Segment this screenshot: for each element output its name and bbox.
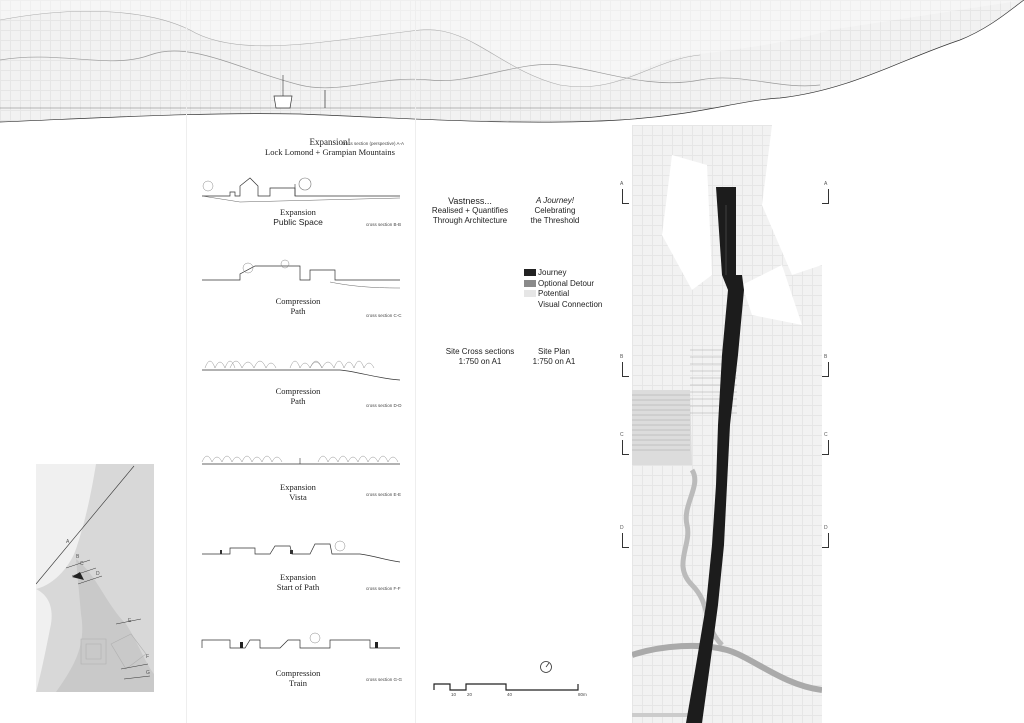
section-title-line2: Vista [289, 492, 307, 502]
section-title-line2: Start of Path [276, 582, 320, 592]
concept-left-line: Realised + Quantifies [431, 206, 509, 215]
section-drawing-gg [201, 632, 400, 649]
site-plan [632, 125, 822, 723]
locator-label: D [96, 571, 100, 577]
concept-right-line: the Threshold [530, 216, 580, 225]
plan-scale-value: 1:750 on A1 [532, 357, 576, 366]
sections-scale-block: Site Cross sections 1:750 on A1 [440, 347, 520, 367]
section-drawing-bb [201, 177, 400, 203]
locator-label: C [80, 561, 84, 567]
section-title-line1: Compression [275, 668, 321, 678]
scale-tick: 10 [451, 692, 457, 697]
section-label-gg: cross section G-G [366, 677, 403, 682]
locator-map-drawing [36, 464, 154, 692]
journey-path [686, 187, 744, 723]
concept-right-line: Celebrating [534, 206, 576, 215]
legend: Journey Optional Detour Potential Visual… [524, 268, 602, 310]
scale-tick: 20 [467, 692, 473, 697]
plan-marker-d-right [822, 533, 829, 548]
page-subtitle: Lock Lomond + Grampian Mountains [265, 147, 395, 157]
sections-scale-title: Site Cross sections [445, 347, 515, 356]
plan-marker-label: A [620, 181, 624, 187]
boat-icon [273, 75, 293, 109]
mountain-skyline [0, 0, 1024, 128]
section-title-line2: Public Space [273, 217, 323, 227]
page-title: Expansion! [309, 137, 351, 147]
plan-marker-b-right [822, 362, 829, 377]
plan-marker-b-left [622, 362, 629, 377]
section-label-ff: cross section F-F [366, 586, 401, 591]
locator-label: G [146, 670, 150, 676]
column-guide [186, 0, 187, 723]
plan-scale-title: Site Plan [537, 347, 571, 356]
locator-label: B [76, 554, 80, 560]
legend-swatch-detour [524, 279, 536, 287]
plan-marker-label: B [620, 354, 624, 360]
section-title-line2: Train [288, 678, 308, 688]
plan-marker-label: A [824, 181, 828, 187]
section-title-line1: Expansion [280, 572, 316, 582]
section-drawing-ee [201, 455, 400, 465]
section-title-line1: Expansion [280, 482, 316, 492]
section-label-cc: cross section C-C [366, 313, 402, 318]
plan-marker-label: C [824, 432, 828, 438]
concept-left-heading: Vastness... [448, 196, 492, 206]
plan-marker-label: D [620, 525, 624, 531]
column-guide [415, 0, 416, 723]
scale-bar [433, 683, 579, 691]
section-title-line1: Expansion [280, 207, 316, 217]
section-title-line2: Path [290, 306, 306, 316]
legend-item: Visual Connection [538, 299, 603, 309]
plan-marker-label: B [824, 354, 828, 360]
locator-label: A [66, 539, 70, 545]
section-title-line1: Compression [275, 296, 321, 306]
site-plan-drawing [632, 125, 822, 723]
section-drawing-ff [202, 540, 400, 563]
legend-swatch-potential [524, 290, 536, 298]
concept-left: Vastness... Realised + Quantifies Throug… [420, 196, 520, 226]
plan-marker-label: C [620, 432, 624, 438]
section-label-ee: cross section E-E [366, 492, 402, 497]
concept-left-line: Through Architecture [432, 216, 508, 225]
section-drawing-cc [202, 259, 400, 289]
plan-marker-a-left [622, 189, 629, 204]
legend-item: Potential [524, 289, 602, 300]
plan-marker-label: D [824, 525, 828, 531]
locator-label: F [146, 654, 150, 660]
plan-marker-d-left [622, 533, 629, 548]
legend-item: Journey [524, 268, 602, 279]
locator-label: E [128, 618, 132, 624]
scale-tick: 40 [507, 692, 513, 697]
concept-right-heading: A Journey! [536, 196, 574, 205]
page-title-block: Expansion! Lock Lomond + Grampian Mounta… [230, 137, 430, 157]
section-label-dd: cross section D-D [366, 403, 402, 408]
locator-map: A B C D E F G [36, 464, 154, 692]
plan-marker-c-left [622, 440, 629, 455]
plan-marker-c-right [822, 440, 829, 455]
scale-tick: 80m [578, 692, 587, 697]
section-drawing-dd [202, 360, 400, 381]
section-title-line1: Compression [275, 386, 321, 396]
north-arrow-icon [540, 661, 552, 673]
concept-right: A Journey! Celebrating the Threshold [515, 196, 595, 226]
plan-scale-block: Site Plan 1:750 on A1 [524, 347, 584, 367]
section-label-aa: cross section (perspective) A-A [342, 141, 405, 146]
legend-swatch-journey [524, 269, 536, 277]
section-title-line2: Path [290, 396, 306, 406]
sections-scale-value: 1:750 on A1 [458, 357, 502, 366]
section-label-bb: cross section B-B [366, 222, 402, 227]
plan-marker-a-right [822, 189, 829, 204]
mountain-panorama [0, 0, 1024, 128]
legend-item: Optional Detour [524, 279, 602, 290]
